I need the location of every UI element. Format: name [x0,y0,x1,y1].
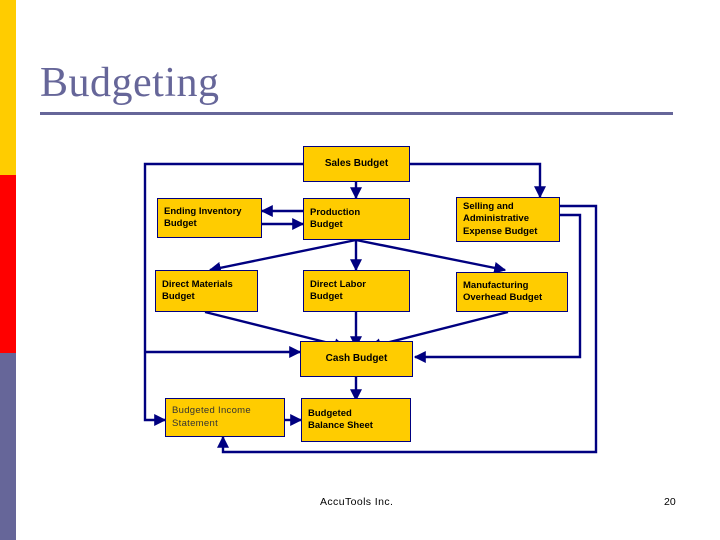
node-manufacturing-overhead-budget[interactable]: Manufacturing Overhead Budget [456,272,568,312]
node-cash-budget[interactable]: Cash Budget [300,341,413,377]
node-balance-sheet-line2: Balance Sheet [308,420,373,431]
title-divider-rule [40,112,673,115]
node-manufacturing-overhead-line1: Manufacturing [463,279,529,291]
accent-bar-gold [0,0,16,175]
node-selling-admin-line1: Selling and [463,200,514,212]
footer-company-name: AccuTools Inc. [320,496,394,508]
node-direct-materials-line2: Budget [162,291,195,302]
node-direct-labor-line2: Budget [310,291,343,302]
node-sales-budget-label: Sales Budget [324,157,389,169]
node-production-budget-line1: Production [310,206,361,218]
node-direct-labor-budget[interactable]: Direct Labor Budget [303,270,410,312]
node-selling-admin-line2: Administrative [463,213,529,225]
footer-page-number: 20 [664,496,676,508]
node-selling-admin-expense-budget[interactable]: Selling and Administrative Expense Budge… [456,197,560,242]
node-production-budget[interactable]: Production Budget [303,198,410,240]
node-income-statement-line2: Statement [172,417,219,429]
node-ending-inventory-budget-line1: Ending Inventory [164,205,242,217]
node-budgeted-balance-sheet[interactable]: Budgeted Balance Sheet [301,398,411,442]
accent-bar-red [0,175,16,353]
page-title: Budgeting [40,60,220,106]
node-manufacturing-overhead-line2: Overhead Budget [463,292,543,303]
node-cash-budget-label: Cash Budget [325,352,388,364]
node-sales-budget[interactable]: Sales Budget [303,146,410,182]
node-budgeted-income-statement[interactable]: Budgeted Income Statement [165,398,285,437]
node-income-statement-line1: Budgeted Income [172,405,251,416]
node-production-budget-line2: Budget [310,219,343,230]
node-balance-sheet-line1: Budgeted [308,407,352,419]
node-selling-admin-line3: Expense Budget [463,225,538,237]
node-direct-materials-budget[interactable]: Direct Materials Budget [155,270,258,312]
arrow-sales-to-selling-admin [410,162,546,199]
arrow-sales-loop-to-income-statement [143,162,303,426]
node-direct-labor-line1: Direct Labor [310,278,366,290]
arrow-selling-admin-to-cash-budget [413,213,582,363]
node-ending-inventory-budget[interactable]: Ending Inventory Budget [157,198,262,238]
node-ending-inventory-budget-line2: Budget [164,218,197,229]
arrow-production-to-manufacturing-overhead [355,238,507,274]
node-direct-materials-line1: Direct Materials [162,278,233,290]
arrow-selling-admin-to-income-statement [217,204,598,454]
accent-bar-purple [0,353,16,540]
arrow-production-to-direct-materials [208,238,357,274]
